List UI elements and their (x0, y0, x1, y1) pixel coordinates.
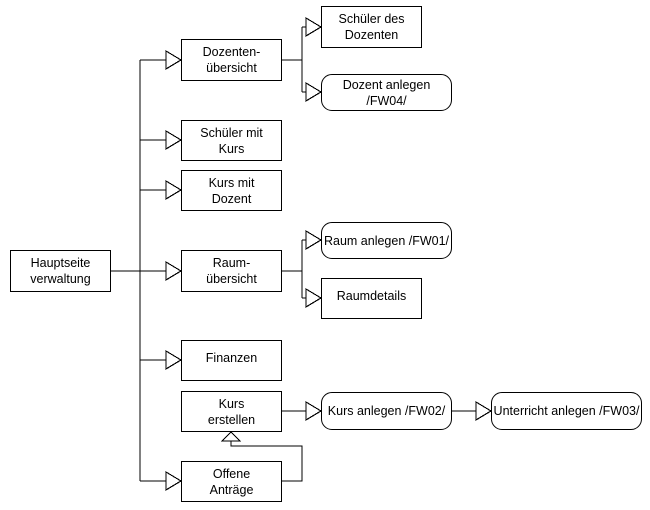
node-dozenten-uebersicht[interactable]: Dozenten- übersicht (181, 39, 282, 81)
node-unterricht-anlegen-fw03[interactable]: Unterricht anlegen /FW03/ (491, 392, 642, 430)
node-kurs-mit-dozent[interactable]: Kurs mit Dozent (181, 170, 282, 211)
node-raumdetails[interactable]: Raumdetails (321, 278, 422, 319)
arrowhead-hollow-triangle (220, 431, 242, 442)
edge-dozenten-branchline (282, 27, 303, 92)
node-hauptseite-verwaltung[interactable]: Hauptseite verwaltung (10, 250, 111, 292)
node-raum-anlegen-fw01[interactable]: Raum anlegen /FW01/ (321, 222, 452, 259)
node-offene-antraege[interactable]: Offene Anträge (181, 461, 282, 502)
node-kurs-erstellen[interactable]: Kurs erstellen (181, 391, 282, 432)
node-kurs-anlegen-fw02[interactable]: Kurs anlegen /FW02/ (321, 392, 452, 430)
node-dozent-anlegen-fw04[interactable]: Dozent anlegen /FW04/ (321, 74, 452, 111)
node-raum-uebersicht[interactable]: Raum- übersicht (181, 250, 282, 292)
node-schueler-des-dozenten[interactable]: Schüler des Dozenten (321, 6, 422, 48)
edge-raum-branchline (282, 240, 303, 298)
node-schueler-mit-kurs[interactable]: Schüler mit Kurs (181, 120, 282, 161)
node-finanzen[interactable]: Finanzen (181, 340, 282, 381)
